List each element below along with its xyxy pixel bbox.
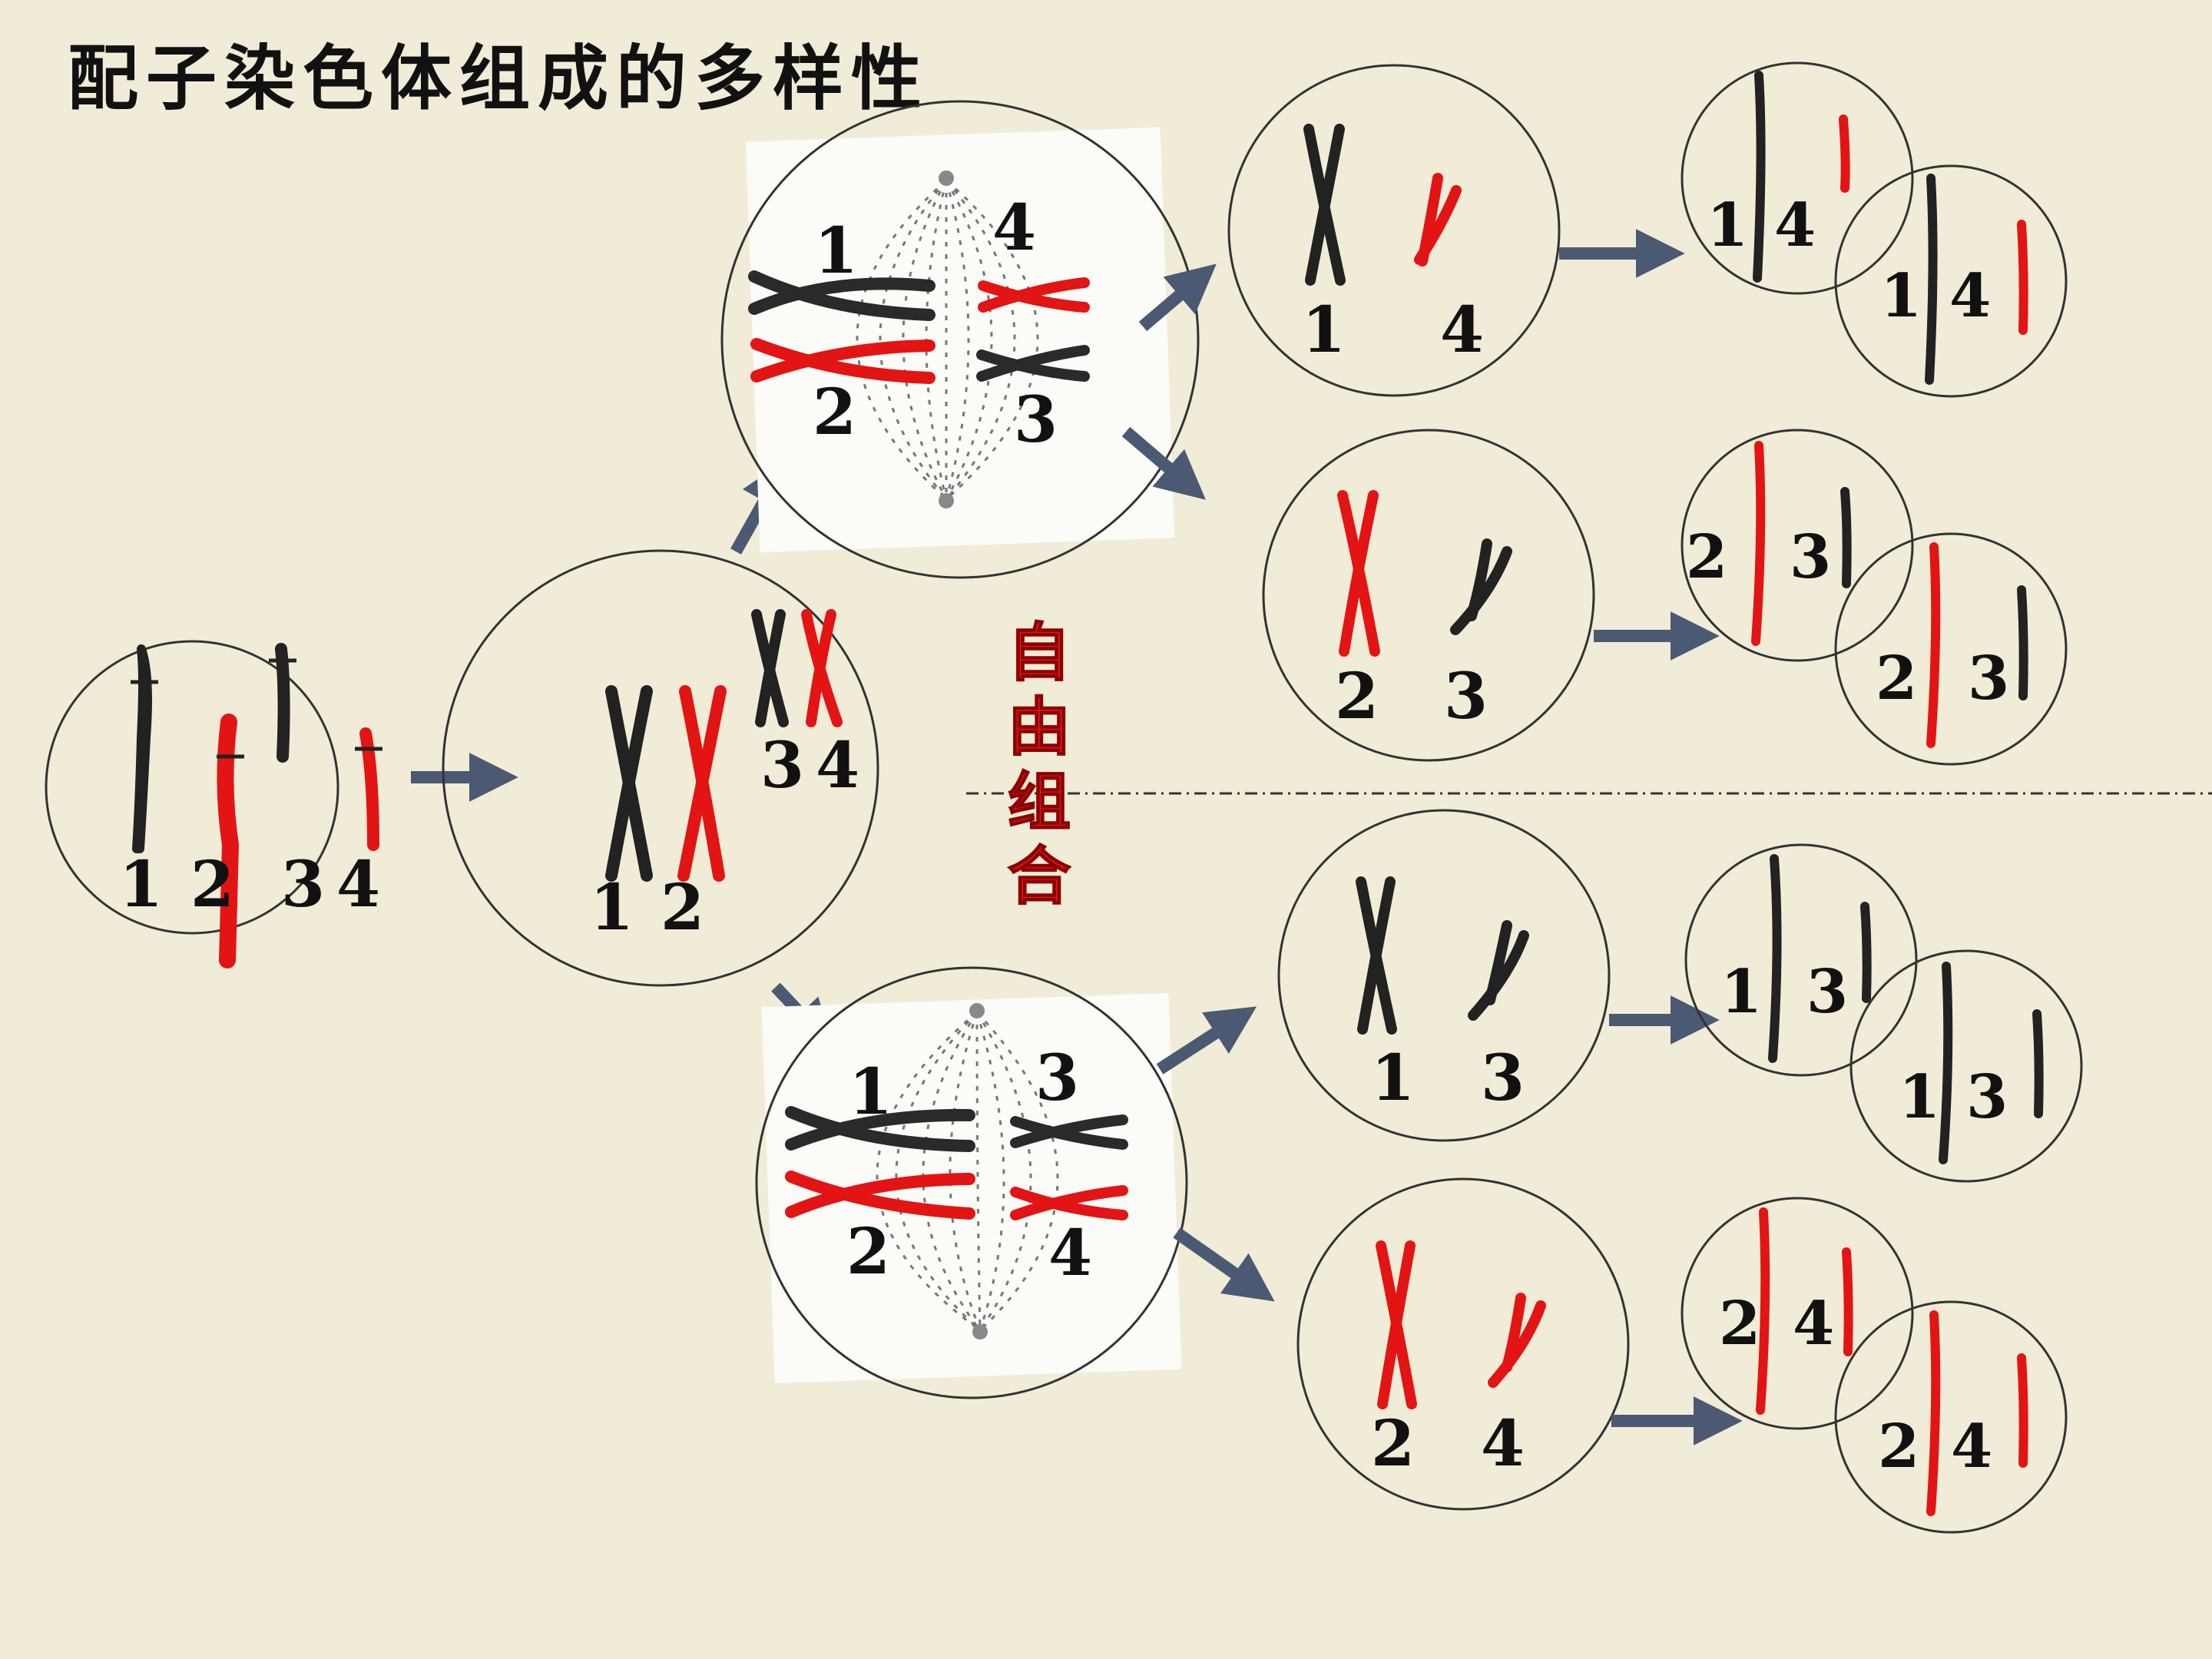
label-3: 3 xyxy=(1481,1041,1525,1115)
label-3: 3 xyxy=(1806,957,1848,1027)
metaphase-cell-bottom: 1 3 2 4 xyxy=(755,966,1188,1399)
secondary-cell-1: 1 4 xyxy=(1227,64,1561,397)
chromosome-2 xyxy=(750,338,935,384)
label-1: 1 xyxy=(814,214,858,288)
label-3: 3 xyxy=(281,848,325,922)
label-3: 3 xyxy=(1968,644,2009,714)
secondary-cell-4: 2 4 xyxy=(1296,1177,1630,1511)
gamete-7: 2 4 xyxy=(1681,1197,1914,1430)
chromosome-4 xyxy=(359,727,379,851)
label-1: 1 xyxy=(119,848,163,922)
label-2: 2 xyxy=(1371,1407,1415,1481)
gamete-4: 2 3 xyxy=(1834,532,2068,766)
label-4: 4 xyxy=(1949,261,1991,331)
chromosome-1 xyxy=(785,1106,975,1152)
metaphase-cell-top: 1 4 2 3 xyxy=(720,100,1200,579)
secondary-cell-3: 1 3 xyxy=(1277,809,1611,1142)
arrow-top-to-secondary-1 xyxy=(1138,263,1217,332)
label-4: 4 xyxy=(336,848,380,922)
label-2: 2 xyxy=(813,376,856,449)
chromosome-1-replicated xyxy=(605,685,653,882)
chromosome-3 xyxy=(1010,1114,1128,1150)
label-4: 4 xyxy=(1048,1217,1092,1290)
replicated-cell: 1 2 3 4 xyxy=(442,549,879,987)
original-cell: 1 2 3 4 xyxy=(45,640,382,969)
label-1: 1 xyxy=(1707,190,1748,260)
side-label-free-combination: 自 由 组 合 xyxy=(1007,616,1071,914)
arrow-bottom-to-secondary-4 xyxy=(1173,1227,1275,1302)
gamete-6: 1 3 xyxy=(1849,949,2083,1183)
label-3: 3 xyxy=(1790,522,1831,592)
chromosome-4 xyxy=(978,277,1090,313)
chromosome-2 xyxy=(217,714,240,969)
label-2: 2 xyxy=(661,871,704,945)
label-2: 2 xyxy=(1878,1412,1919,1482)
label-4: 4 xyxy=(1774,190,1816,260)
label-4: 4 xyxy=(1481,1407,1525,1481)
gamete-3: 2 3 xyxy=(1681,429,1914,662)
label-3: 3 xyxy=(1966,1062,2008,1132)
label-4: 4 xyxy=(1951,1412,1992,1482)
label-3: 3 xyxy=(760,729,804,803)
label-2: 2 xyxy=(846,1215,890,1289)
label-2: 2 xyxy=(1719,1289,1760,1359)
gamete-2: 1 4 xyxy=(1834,164,2068,398)
label-1: 1 xyxy=(1371,1041,1415,1115)
gamete-5: 1 3 xyxy=(1684,843,1918,1077)
gamete-8: 2 4 xyxy=(1834,1300,2068,1534)
chromosome-4 xyxy=(1010,1185,1128,1220)
page-title: 配子染色体组成的多样性 xyxy=(68,38,930,120)
label-3: 3 xyxy=(1035,1041,1079,1115)
chromosome-3 xyxy=(976,345,1090,382)
label-4: 4 xyxy=(1440,293,1484,367)
chromosome-2 xyxy=(785,1171,975,1220)
side-char-4: 合 xyxy=(1008,840,1071,913)
chromosome-1 xyxy=(132,644,152,853)
label-4: 4 xyxy=(992,191,1036,265)
label-3: 3 xyxy=(1014,383,1058,457)
secondary-cell-2: 2 3 xyxy=(1262,429,1595,762)
label-4: 4 xyxy=(816,729,859,803)
spindle-fibers xyxy=(856,179,1039,501)
chromosome-3-replicated xyxy=(751,609,789,727)
label-4: 4 xyxy=(1793,1289,1834,1359)
chromosome-1 xyxy=(748,270,935,321)
side-char-1: 自 xyxy=(1008,617,1071,690)
label-1: 1 xyxy=(590,871,634,945)
chromosome-3 xyxy=(275,643,290,763)
arrow-bottom-to-secondary-3 xyxy=(1156,1006,1257,1075)
chromosome-2-replicated xyxy=(677,685,727,882)
arrow-top-to-secondary-2 xyxy=(1121,426,1206,500)
label-2: 2 xyxy=(1335,660,1379,733)
label-2: 2 xyxy=(1686,522,1727,592)
label-2: 2 xyxy=(190,848,234,922)
side-char-3: 组 xyxy=(1008,766,1071,839)
label-1: 1 xyxy=(1720,957,1762,1027)
label-1: 1 xyxy=(849,1055,892,1129)
label-1: 1 xyxy=(1880,261,1922,331)
chromosome-4-replicated xyxy=(801,609,843,727)
label-3: 3 xyxy=(1444,660,1488,733)
label-1: 1 xyxy=(1302,293,1346,367)
label-1: 1 xyxy=(1899,1062,1940,1132)
label-2: 2 xyxy=(1876,644,1917,714)
gamete-1: 1 4 xyxy=(1681,61,1914,295)
side-char-2: 由 xyxy=(1008,691,1071,764)
